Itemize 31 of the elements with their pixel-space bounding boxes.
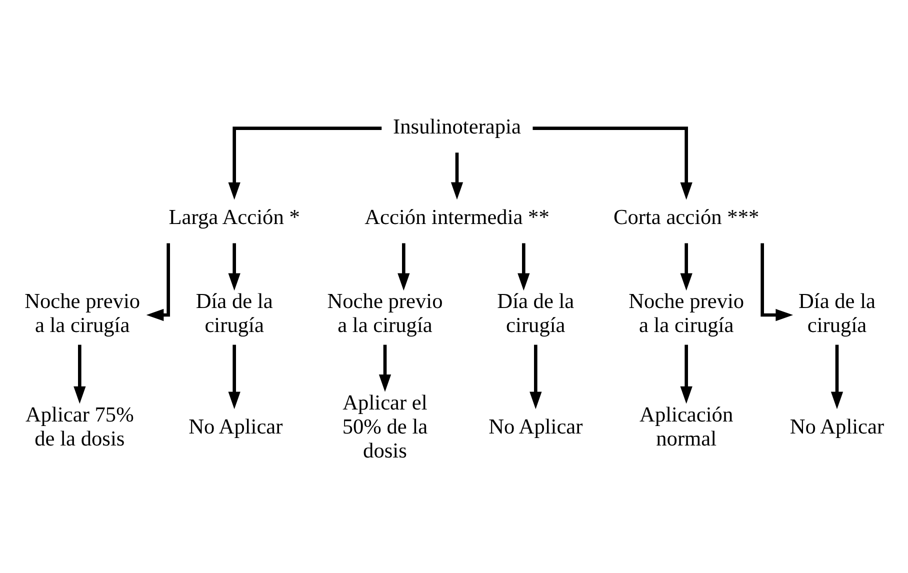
node-text: Noche previo a la cirugía — [628, 288, 744, 337]
arrow — [228, 344, 240, 409]
node-text: Larga Acción * — [168, 204, 300, 229]
arrow — [378, 344, 392, 392]
arrow — [146, 242, 170, 321]
node-text: Corta acción *** — [613, 204, 760, 229]
arrow — [228, 242, 240, 290]
arrow — [680, 242, 692, 290]
node-text: Día de la cirugía — [798, 288, 876, 337]
arrow — [530, 344, 542, 409]
node-text: No Aplicar — [488, 414, 583, 438]
node-text: Aplicar 75% de la dosis — [25, 402, 134, 450]
node-text: Noche previo a la cirugía — [24, 288, 140, 337]
arrow — [760, 242, 794, 321]
arrow — [450, 152, 464, 200]
arrow — [680, 344, 692, 404]
arrow — [532, 126, 692, 200]
node-text: Día de la cirugía — [497, 288, 574, 337]
arrow — [228, 126, 382, 200]
arrow — [74, 344, 86, 404]
node-text: No Aplicar — [790, 414, 884, 438]
arrow — [398, 242, 410, 290]
node-text: Insulinoterapia — [393, 114, 521, 138]
arrow — [518, 242, 530, 290]
node-text: No Aplicar — [188, 414, 283, 438]
arrow — [830, 344, 844, 409]
node-text: Acción intermedia ** — [364, 204, 550, 229]
node-text: Noche previo a la cirugía — [327, 288, 443, 337]
node-text: Aplicación normal — [640, 402, 734, 450]
node-text: Día de la cirugía — [196, 288, 273, 337]
node-text: Aplicar el 50% de la dosis — [342, 390, 428, 462]
